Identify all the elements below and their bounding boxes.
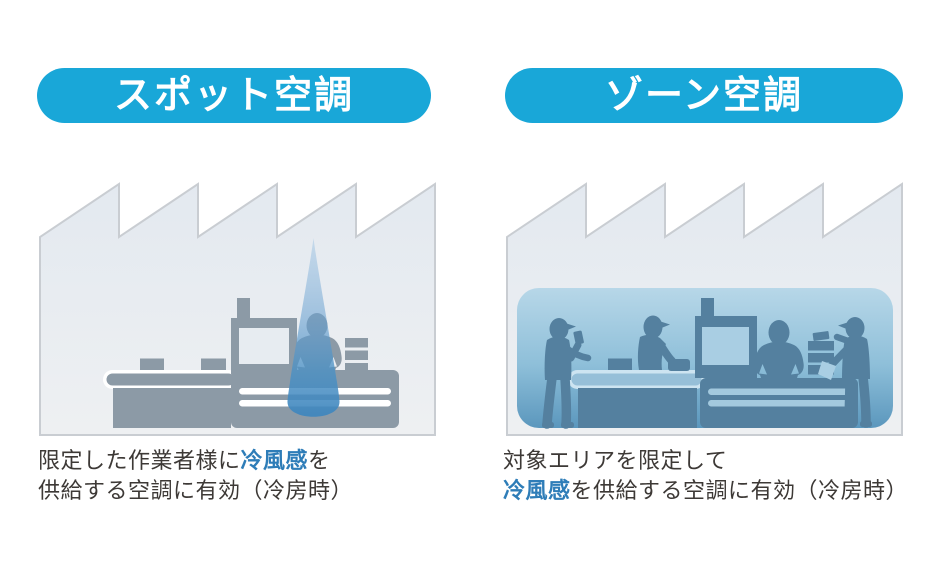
caption-highlight: 冷風感: [240, 448, 309, 473]
inspection-machine: [231, 298, 297, 374]
zone-cooling-caption: 対象エリアを限定して 冷風感を供給する空調に有効（冷房時）: [503, 446, 940, 506]
zone-cooling-illustration: [506, 182, 903, 436]
zone-cooling-header-pill: ゾーン空調: [505, 68, 903, 123]
caption-text: を: [308, 448, 331, 473]
spot-cooling-header-pill: スポット空調: [37, 68, 431, 123]
spot-cooling-caption: 限定した作業者様に冷風感を 供給する空調に有効（冷房時）: [38, 446, 478, 506]
cool-air-cone: [287, 238, 340, 417]
caption-highlight: 冷風感: [503, 478, 571, 503]
zone-cooling-header-label: ゾーン空調: [604, 74, 804, 117]
inspection-machine: [695, 298, 757, 378]
caption-text: 供給する空調に有効（冷房時）: [38, 478, 354, 503]
conveyor-belt: [568, 358, 705, 428]
spot-cooling-header-label: スポット空調: [113, 74, 354, 117]
workbench: [700, 378, 858, 428]
worker-silhouette-standing-right: [818, 317, 872, 428]
stacked-boxes: [345, 338, 368, 372]
caption-text: 限定した作業者様に: [38, 448, 241, 473]
spot-cooling-illustration: [39, 182, 436, 436]
caption-text: 対象エリアを限定して: [503, 448, 728, 473]
caption-text: を供給する空調に有効（冷房時）: [570, 478, 909, 503]
worker-silhouette-standing-left: [542, 318, 592, 429]
conveyor-belt: [103, 358, 238, 428]
worker-silhouette-at-conveyor: [637, 315, 690, 371]
